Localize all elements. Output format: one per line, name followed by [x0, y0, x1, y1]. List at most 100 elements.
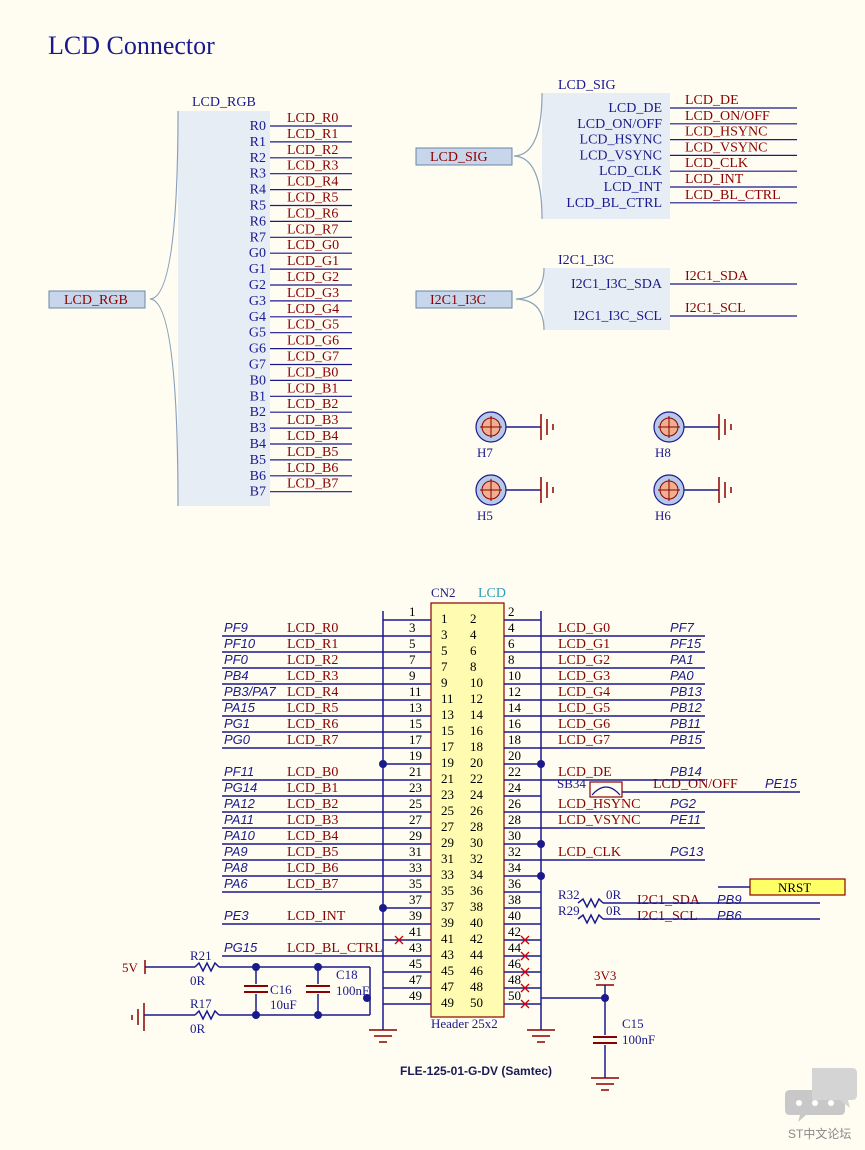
cn2-right-pin-number: 32 [508, 844, 521, 859]
lcd-rgb-pin-b6: B6 [250, 469, 266, 484]
cn2-body-right-number: 14 [470, 707, 484, 722]
lcd-rgb-sheet: LCD_RGB LCD_RGB R0LCD_R0R1LCD_R1R2LCD_R2… [48, 95, 352, 507]
cn2-left-pin-number: 11 [409, 684, 422, 699]
cn2-body-left-number: 41 [441, 931, 454, 946]
c16-ref: C16 [270, 982, 292, 997]
cn2-body-right-number: 24 [470, 787, 484, 802]
power-5v-section: 5V R21 0R R17 0R C16 10uF C18 100nF [122, 948, 371, 1036]
cn2-left-pin-number: 15 [409, 716, 422, 731]
cn2-right-net: I2C1_SCL [637, 909, 698, 924]
lcd-sig-pin-1: LCD_ON/OFF [577, 117, 662, 132]
cn2-body-left-number: 47 [441, 979, 455, 994]
lcd-rgb-net-r6: LCD_R6 [287, 206, 338, 221]
cn2-left-port: PF11 [224, 764, 254, 779]
hole-ref: H7 [477, 445, 493, 460]
lcd-sig-pin-4: LCD_CLK [599, 164, 662, 179]
cn2-right-port: PF15 [670, 636, 702, 651]
cn2-left-pin-number: 49 [409, 988, 422, 1003]
lcd-sig-net-0: LCD_DE [685, 93, 739, 108]
cn2-right-pin-number: 24 [508, 780, 522, 795]
junction-c18-bottom [314, 1011, 322, 1019]
cn2-right-net: LCD_G7 [558, 733, 610, 748]
lcd-rgb-net-g4: LCD_G4 [287, 302, 339, 317]
c18-value: 100nF [336, 983, 369, 998]
lcd-sig-sheet-name: LCD_SIG [558, 78, 616, 93]
cn2-body-left-number: 25 [441, 803, 454, 818]
cn2-right-pin-number: 8 [508, 652, 515, 667]
no-connect-mark [394, 935, 404, 945]
cn2-left-port: PG1 [224, 716, 250, 731]
cn2-right-net: LCD_G6 [558, 717, 610, 732]
lcd-sig-pin-5: LCD_INT [604, 180, 663, 195]
lcd-sig-sheet-body [542, 93, 670, 219]
lcd-rgb-net-r1: LCD_R1 [287, 127, 338, 142]
cn2-body-right-number: 2 [470, 611, 477, 626]
r29-ref: R29 [558, 903, 580, 918]
cn2-body-left-number: 45 [441, 963, 454, 978]
lcd-sig-pin-0: LCD_DE [608, 101, 662, 116]
cn2-left-pin-number: 25 [409, 796, 422, 811]
junction-left [379, 904, 387, 912]
i2c-entry-box [415, 290, 513, 309]
cn2-right-pin-number: 18 [508, 732, 521, 747]
lcd-rgb-net-g3: LCD_G3 [287, 286, 339, 301]
lcd-sig-sheet: LCD_SIG LCD_SIG LCD_DELCD_DELCD_ON/OFFLC… [415, 78, 797, 220]
lcd-rgb-net-g6: LCD_G6 [287, 334, 339, 349]
c15-value: 100nF [622, 1032, 655, 1047]
lcd-rgb-pin-r6: R6 [250, 214, 266, 229]
sb34-arc [591, 786, 621, 796]
lcd-sig-net-6: LCD_BL_CTRL [685, 188, 781, 203]
cn2-left-pin-number: 19 [409, 748, 422, 763]
lcd-rgb-net-g2: LCD_G2 [287, 270, 339, 285]
cn2-left-port: PG0 [224, 732, 251, 747]
sb34-body [589, 781, 623, 798]
cn2-body-left-number: 23 [441, 787, 454, 802]
lcd-sig-net-2: LCD_HSYNC [685, 125, 767, 140]
r29-zigzag [577, 913, 604, 925]
chat-bubble-back-icon [812, 1068, 857, 1108]
cn2-body-right-number: 36 [470, 883, 484, 898]
lcd-rgb-pin-g2: G2 [249, 278, 266, 293]
lcd-rgb-net-r0: LCD_R0 [287, 111, 338, 126]
cn2-left-port: PA9 [224, 844, 248, 859]
cn2-left-pin-number: 31 [409, 844, 422, 859]
lcd-sig-net-4: LCD_CLK [685, 156, 748, 171]
no-connect-mark [520, 999, 530, 1009]
cn2-left-net: LCD_B6 [287, 861, 338, 876]
cn2-right-port: PB15 [670, 732, 703, 747]
cn2-right-net: I2C1_SDA [637, 893, 701, 908]
lcd-rgb-rows: R0LCD_R0R1LCD_R1R2LCD_R2R3LCD_R3R4LCD_R4… [249, 111, 352, 500]
cn2-right-pin-number: 30 [508, 828, 521, 843]
cn2-junctions [379, 760, 545, 912]
lcd-sig-net-3: LCD_VSYNC [685, 140, 767, 155]
lcd-sig-net-5: LCD_INT [685, 172, 744, 187]
r17-ref: R17 [190, 996, 212, 1011]
cn2-right-net: LCD_G1 [558, 637, 610, 652]
lcd-sig-entry-label: LCD_SIG [430, 150, 488, 165]
cn2-body-left-number: 43 [441, 947, 454, 962]
lcd-rgb-pin-g5: G5 [249, 326, 266, 341]
cn2-right-net: LCD_G5 [558, 701, 610, 716]
lcd-sig-rows: LCD_DELCD_DELCD_ON/OFFLCD_ON/OFFLCD_HSYN… [566, 93, 797, 211]
cn2-left-net: LCD_B7 [287, 877, 338, 892]
cn2-right-pin-number: 10 [508, 668, 521, 683]
cn2-right-port: PB11 [670, 716, 701, 731]
cn2-left-port: PA12 [224, 796, 256, 811]
cn2-right-pin-number: 46 [508, 956, 522, 971]
junction-3v3 [601, 994, 609, 1002]
junction-c18-top [314, 963, 322, 971]
lcd-rgb-net-b6: LCD_B6 [287, 461, 338, 476]
lcd-rgb-pin-r4: R4 [250, 183, 266, 198]
cn2-left-pin-number: 37 [409, 892, 423, 907]
sb34-jumper: SB34 LCD_ON/OFF PE15 [557, 776, 800, 798]
cn2-left-port: PA11 [224, 812, 254, 827]
cn2-left-pin-number: 21 [409, 764, 422, 779]
junction-c16-top [252, 963, 260, 971]
lcd-rgb-pin-r7: R7 [250, 230, 266, 245]
junction-left [379, 760, 387, 768]
